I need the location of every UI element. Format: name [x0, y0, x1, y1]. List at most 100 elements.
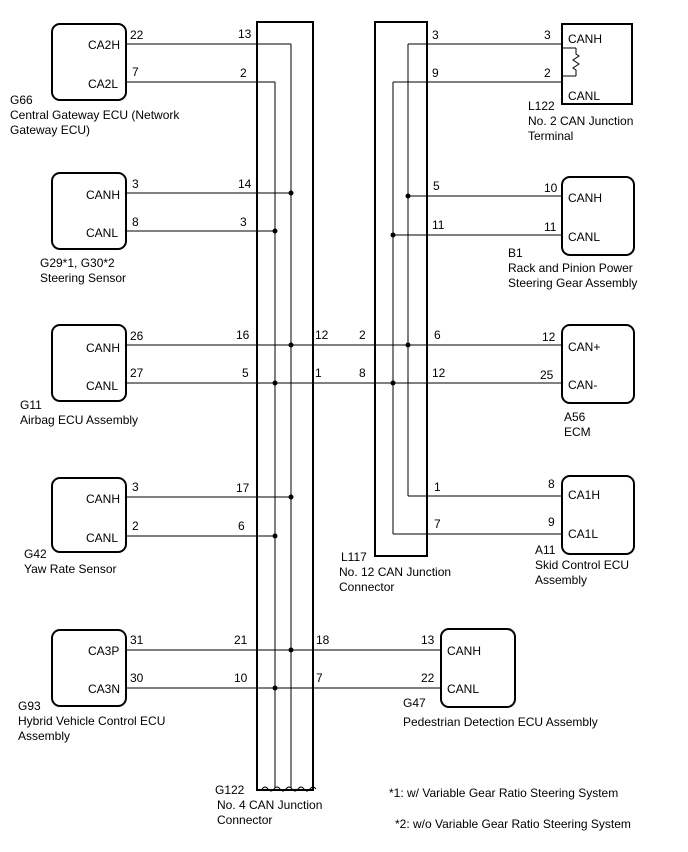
- a56-name-line1: ECM: [564, 425, 591, 439]
- g47-code: G47: [403, 696, 426, 710]
- l117-name-line1: No. 12 CAN Junction: [339, 565, 451, 579]
- l122-num-bottom: 2: [544, 66, 551, 80]
- g122-pin-out-h: 12: [315, 328, 329, 342]
- g47-name-line1: Pedestrian Detection ECU Assembly: [403, 715, 598, 729]
- g93-pin-bottom: CA3N: [88, 682, 120, 696]
- l117-connector: L117 No. 12 CAN Junction Connector: [339, 21, 451, 594]
- g47-num-bottom: 22: [421, 671, 435, 685]
- termination-resistor-icon: [572, 48, 580, 76]
- g122-pin-g29-h: 14: [238, 177, 252, 191]
- b1-name-line1: Rack and Pinion Power: [508, 261, 633, 275]
- g122-pin-g93-l: 10: [234, 671, 248, 685]
- l117-pin-b1-h: 5: [433, 179, 440, 193]
- footnotes: *1: w/ Variable Gear Ratio Steering Syst…: [389, 786, 631, 831]
- a11-num-top: 8: [548, 477, 555, 491]
- l117-pin-a56-l: 12: [432, 366, 446, 380]
- l117-name-line2: Connector: [339, 580, 394, 594]
- a11-name-line2: Assembly: [535, 573, 587, 587]
- l117-pin-in-h: 2: [359, 328, 366, 342]
- b1-num-bottom: 11: [544, 220, 557, 234]
- l117-pin-in-l: 8: [359, 366, 366, 380]
- a11-pin-bottom: CA1L: [568, 527, 598, 541]
- l117-pin-b1-l: 11: [432, 218, 445, 232]
- l122-code: L122: [528, 99, 555, 113]
- b1-rack-and-pinion-power-steering: CANH CANL 10 11 B1 Rack and Pinion Power…: [390, 176, 637, 290]
- g42-name-line1: Yaw Rate Sensor: [24, 562, 117, 576]
- l122-box: [561, 23, 633, 105]
- g42-num-top: 3: [132, 480, 139, 494]
- g11-pin-bottom: CANL: [86, 379, 118, 393]
- a11-pin-top: CA1H: [568, 488, 600, 502]
- l117-connector-body: [374, 21, 428, 557]
- l117-code: L117: [341, 550, 367, 564]
- g122-pin-g93-h: 21: [234, 633, 248, 647]
- b1-code: B1: [508, 246, 523, 260]
- l117-pin-a11-h: 1: [434, 480, 441, 494]
- g122-name-line1: No. 4 CAN Junction: [217, 798, 322, 812]
- l122-name-line2: Terminal: [528, 129, 573, 143]
- a56-num-top: 12: [542, 330, 556, 344]
- a11-num-bottom: 9: [548, 515, 555, 529]
- g93-box: [51, 629, 127, 707]
- g42-pin-bottom: CANL: [86, 531, 118, 545]
- a11-box: [561, 475, 635, 555]
- g122-pin-g11-h: 16: [236, 328, 250, 342]
- footnote-1: *1: w/ Variable Gear Ratio Steering Syst…: [389, 786, 618, 800]
- g47-pedestrian-detection-ecu: CANH CANL 13 22 G47 Pedestrian Detection…: [403, 628, 598, 729]
- g29-pin-top: CANH: [86, 188, 120, 202]
- g122-pin-g66-l: 2: [240, 66, 247, 80]
- g29-box: [51, 172, 127, 250]
- g66-central-gateway-ecu: CA2H CA2L 22 7 G66 Central Gateway ECU (…: [10, 23, 291, 137]
- l122-num-top: 3: [544, 28, 551, 42]
- g29-pin-bottom: CANL: [86, 226, 118, 240]
- g29-num-bottom: 8: [132, 215, 139, 229]
- g11-num-top: 26: [130, 329, 144, 343]
- g42-canl-splice: [272, 533, 278, 539]
- g122-pin-g42-l: 6: [238, 519, 245, 533]
- g122-code: G122: [215, 783, 245, 797]
- g66-name-line1: Central Gateway ECU (Network: [10, 108, 180, 122]
- g122-connector-body: [256, 21, 314, 791]
- g66-name-line2: Gateway ECU): [10, 123, 90, 137]
- g66-code: G66: [10, 93, 33, 107]
- g47-box: [440, 628, 516, 708]
- l117-pin-l122-l: 9: [432, 66, 439, 80]
- b1-pin-bottom: CANL: [568, 230, 600, 244]
- g42-yaw-rate-sensor: CANH CANL 3 2 G42 Yaw Rate Sensor 17 6: [24, 477, 294, 576]
- a56-num-bottom: 25: [540, 368, 554, 382]
- g93-hybrid-vehicle-control-ecu: CA3P CA3N 31 30 G93 Hybrid Vehicle Contr…: [18, 629, 441, 743]
- g42-num-bottom: 2: [132, 519, 139, 533]
- g122-pin-g47-h: 18: [316, 633, 330, 647]
- g93-pin-top: CA3P: [88, 644, 119, 658]
- g122-connector: G122 No. 4 CAN Junction Connector: [215, 21, 322, 827]
- g66-box: [51, 23, 127, 101]
- g66-pin-bottom: CA2L: [88, 77, 118, 91]
- g122-pin-g47-l: 7: [316, 671, 323, 685]
- b1-canh-splice: [405, 193, 411, 199]
- g29-canh-splice: [288, 190, 294, 196]
- g11-name-line1: Airbag ECU Assembly: [20, 413, 138, 427]
- g122-pin-out-l: 1: [315, 366, 322, 380]
- l122-name-line1: No. 2 CAN Junction: [528, 114, 633, 128]
- g93-canl-splice: [272, 685, 278, 691]
- g42-code: G42: [24, 547, 47, 561]
- a56-box: [561, 324, 635, 404]
- g11-code: G11: [20, 398, 42, 412]
- g42-canh-splice: [288, 494, 294, 500]
- g42-pin-top: CANH: [86, 492, 120, 506]
- g11-canh-splice: [288, 342, 294, 348]
- g47-num-top: 13: [421, 633, 435, 647]
- b1-name-line2: Steering Gear Assembly: [508, 276, 637, 290]
- l117-pin-a11-l: 7: [434, 517, 441, 531]
- g93-name-line1: Hybrid Vehicle Control ECU: [18, 714, 165, 728]
- g66-num-top: 22: [130, 28, 144, 42]
- g47-pin-top: CANH: [447, 644, 481, 658]
- g93-num-top: 31: [130, 633, 144, 647]
- g93-canh-splice: [288, 647, 294, 653]
- g66-num-bottom: 7: [132, 65, 139, 79]
- g122-pin-g11-l: 5: [242, 366, 249, 380]
- b1-pin-top: CANH: [568, 191, 602, 205]
- l117-pin-l122-h: 3: [432, 28, 439, 42]
- g122-pin-g66-h: 13: [238, 27, 252, 41]
